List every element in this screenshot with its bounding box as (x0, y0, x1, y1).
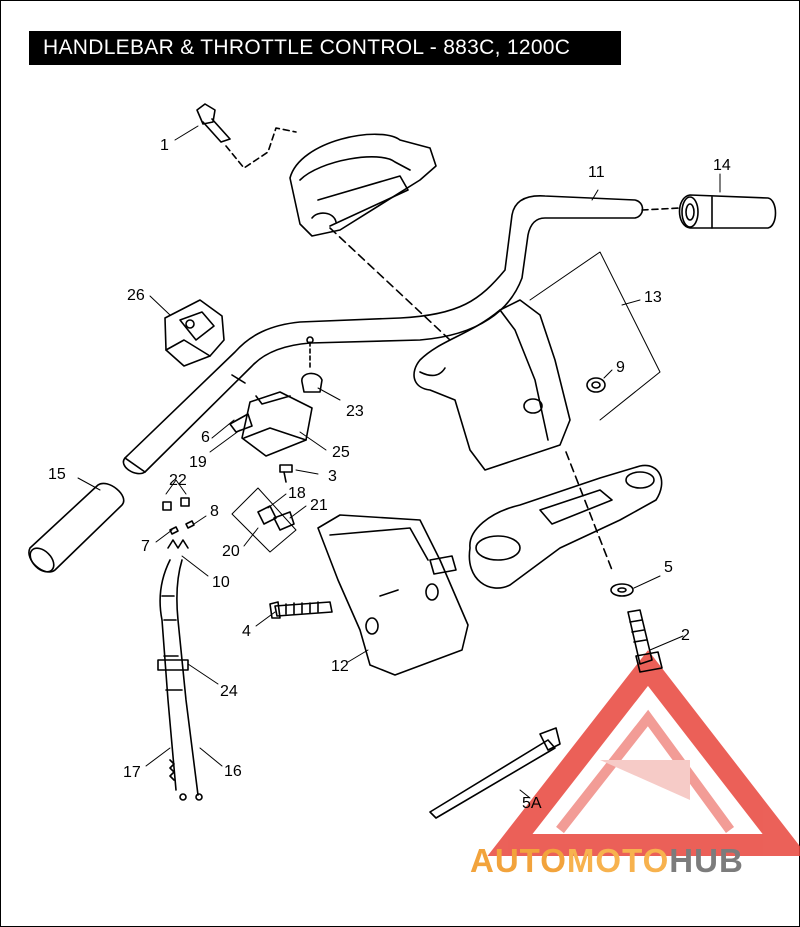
brand-part-moto: MOTO (566, 842, 670, 879)
leader-dash-riser (329, 227, 451, 341)
part-20-fitting-assembly (231, 487, 297, 553)
part-9-grommet (586, 377, 606, 393)
label-11: 11 (588, 164, 605, 181)
part-1-bolt (196, 103, 231, 143)
label-20: 20 (222, 543, 240, 560)
part-16-17-throttle-cables (157, 539, 203, 801)
label-26: 26 (127, 287, 145, 304)
label-5: 5 (664, 559, 673, 576)
label-7: 7 (141, 538, 150, 555)
label-4: 4 (242, 623, 251, 640)
label-17: 17 (123, 764, 141, 781)
label-3: 3 (328, 468, 337, 485)
part-riser-clamp (289, 133, 437, 237)
label-9: 9 (616, 359, 625, 376)
part-15-grip (28, 482, 125, 573)
label-8: 8 (210, 503, 219, 520)
label-23: 23 (346, 403, 364, 420)
watermark-logo (487, 650, 800, 856)
part-7-8-clips (169, 520, 195, 535)
label-6: 6 (201, 429, 210, 446)
part-3-screw (279, 464, 293, 483)
part-26-switch-housing (164, 299, 225, 367)
part-14-grip (678, 194, 777, 229)
label-1: 1 (160, 137, 169, 154)
part-22-ferrules (162, 479, 190, 511)
callout-labels: 1 2 3 4 5 5A 6 7 8 9 10 11 12 13 14 15 1… (48, 137, 731, 812)
label-24: 24 (220, 683, 238, 700)
label-5a: 5A (522, 795, 542, 812)
brand-part-hub: HUB (669, 842, 744, 879)
diagram-title: HANDLEBAR & THROTTLE CONTROL - 883C, 120… (29, 31, 621, 65)
label-15: 15 (48, 466, 66, 483)
label-18: 18 (288, 485, 306, 502)
leader-bracket-13 (529, 251, 661, 421)
part-23-clamp (301, 336, 323, 393)
label-16: 16 (224, 763, 242, 780)
part-12-lower-cover (317, 514, 469, 676)
label-25: 25 (332, 444, 350, 461)
label-12: 12 (331, 658, 349, 675)
label-10: 10 (212, 574, 230, 591)
part-4-bolt (269, 601, 333, 619)
part-2-bolt (627, 609, 663, 673)
label-14: 14 (713, 157, 731, 174)
label-22: 22 (169, 472, 187, 489)
part-triple-clamp (468, 464, 663, 589)
label-21: 21 (310, 497, 328, 514)
part-13-upper-cover (413, 299, 571, 471)
part-5-washer (610, 583, 634, 597)
leader-dash-1 (225, 127, 297, 169)
part-25-throttle-housing (229, 391, 313, 457)
leader-dash-11 (641, 207, 681, 211)
watermark-brand-text: AUTOMOTOHUB (470, 842, 744, 880)
label-2: 2 (681, 627, 690, 644)
part-5a-cable-strap (429, 727, 561, 819)
leader-lines (77, 125, 721, 799)
brand-part-auto: AUTO (470, 842, 567, 879)
label-13: 13 (644, 289, 662, 306)
label-19: 19 (189, 454, 207, 471)
leader-dash-center (565, 451, 613, 571)
